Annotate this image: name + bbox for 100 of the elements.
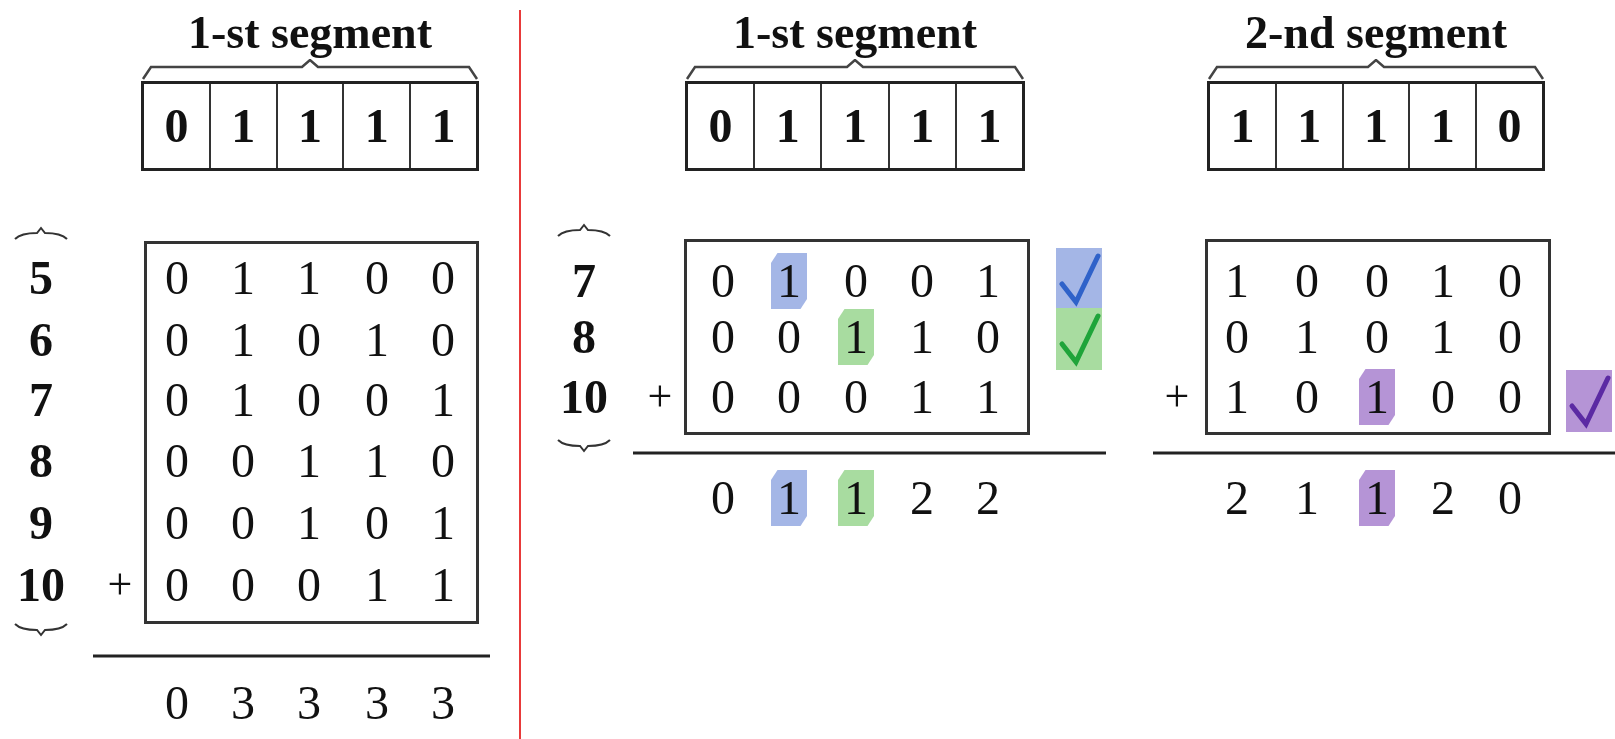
sum-digit: 2 (909, 470, 935, 526)
sum-digit: 1 (771, 470, 807, 526)
row-label: 7 (571, 253, 597, 309)
sum-digit: 3 (430, 675, 456, 731)
matrix-digit: 1 (1359, 369, 1395, 425)
row-label: 7 (28, 372, 54, 428)
matrix-digit: 0 (364, 495, 390, 551)
matrix-digit: 0 (164, 433, 190, 489)
sum-digit: 0 (164, 675, 190, 731)
bit-cell-text: 1 (1229, 98, 1256, 155)
matrix-digit: 0 (1294, 253, 1320, 309)
matrix-digit: 1 (838, 309, 874, 365)
matrix-digit: 1 (975, 253, 1001, 309)
matrix-digit: 0 (164, 372, 190, 428)
plus-sign: + (646, 371, 674, 423)
bit-cell: 1 (887, 83, 955, 168)
matrix-digit: 0 (296, 372, 322, 428)
matrix-digit: 0 (430, 433, 456, 489)
matrix-digit: 1 (909, 369, 935, 425)
bit-cell: 0 (1475, 83, 1542, 168)
matrix-digit: 1 (1224, 253, 1250, 309)
sum-digit: 1 (1359, 470, 1395, 526)
matrix-digit: 0 (230, 495, 256, 551)
matrix-digit: 0 (296, 312, 322, 368)
matrix-digit: 1 (430, 495, 456, 551)
plus-sign: + (1163, 371, 1191, 423)
matrix-box (684, 239, 1030, 435)
matrix-digit: 0 (164, 250, 190, 306)
bit-cell: 1 (409, 83, 476, 168)
matrix-digit: 0 (430, 312, 456, 368)
bit-cell: 1 (275, 83, 343, 168)
sum-digit: 2 (1224, 470, 1250, 526)
matrix-digit: 1 (364, 312, 390, 368)
matrix-digit: 0 (1497, 369, 1523, 425)
matrix-digit: 0 (1364, 309, 1390, 365)
matrix-digit: 0 (1497, 253, 1523, 309)
row-label: 9 (28, 495, 54, 551)
matrix-digit: 1 (430, 557, 456, 613)
matrix-digit: 0 (230, 557, 256, 613)
matrix-digit: 1 (909, 309, 935, 365)
bit-cell: 1 (342, 83, 410, 168)
matrix-digit: 0 (430, 250, 456, 306)
matrix-digit: 0 (1497, 309, 1523, 365)
matrix-digit: 0 (1294, 369, 1320, 425)
matrix-digit: 0 (710, 369, 736, 425)
matrix-digit: 0 (364, 250, 390, 306)
matrix-box (1205, 239, 1551, 435)
row-label: 8 (571, 309, 597, 365)
matrix-digit: 1 (364, 557, 390, 613)
matrix-digit: 0 (776, 309, 802, 365)
matrix-digit: 1 (1294, 309, 1320, 365)
segment-title: 1-st segment (188, 8, 432, 59)
matrix-digit: 0 (296, 557, 322, 613)
matrix-digit: 0 (909, 253, 935, 309)
sum-digit: 1 (1294, 470, 1320, 526)
bit-cell: 1 (954, 83, 1022, 168)
sum-digit: 3 (296, 675, 322, 731)
row-label: 10 (16, 557, 66, 613)
matrix-digit: 1 (230, 312, 256, 368)
sum-digit: 0 (1497, 470, 1523, 526)
bit-cell: 1 (820, 83, 888, 168)
matrix-digit: 0 (710, 309, 736, 365)
matrix-digit: 0 (1364, 253, 1390, 309)
sum-digit: 2 (975, 470, 1001, 526)
sum-digit: 1 (838, 470, 874, 526)
matrix-box (144, 241, 479, 624)
matrix-digit: 0 (843, 369, 869, 425)
matrix-digit: 1 (296, 495, 322, 551)
matrix-digit: 0 (776, 369, 802, 425)
segment-title: 2-nd segment (1245, 8, 1507, 59)
matrix-digit: 0 (164, 495, 190, 551)
matrix-digit: 0 (975, 309, 1001, 365)
matrix-digit: 0 (164, 312, 190, 368)
sum-digit: 3 (364, 675, 390, 731)
bit-cell-text: 0 (163, 98, 190, 155)
matrix-digit: 1 (430, 372, 456, 428)
matrix-digit: 1 (364, 433, 390, 489)
bit-cell: 1 (1274, 83, 1342, 168)
matrix-digit: 0 (1224, 309, 1250, 365)
row-label: 6 (28, 312, 54, 368)
matrix-digit: 1 (975, 369, 1001, 425)
matrix-digit: 0 (843, 253, 869, 309)
bit-cell-text: 0 (707, 98, 734, 155)
matrix-digit: 1 (771, 253, 807, 309)
sum-digit: 0 (710, 470, 736, 526)
matrix-digit: 0 (1430, 369, 1456, 425)
segment-title: 1-st segment (733, 8, 977, 59)
plus-sign: + (106, 559, 134, 611)
matrix-digit: 1 (296, 433, 322, 489)
matrix-digit: 1 (1430, 309, 1456, 365)
bit-cell: 1 (1341, 83, 1409, 168)
matrix-digit: 1 (230, 250, 256, 306)
matrix-digit: 1 (230, 372, 256, 428)
bit-cell: 1 (1408, 83, 1476, 168)
row-label: 5 (28, 250, 54, 306)
matrix-digit: 0 (710, 253, 736, 309)
row-label: 10 (559, 369, 609, 425)
matrix-digit: 1 (296, 250, 322, 306)
matrix-digit: 0 (364, 372, 390, 428)
sum-digit: 3 (230, 675, 256, 731)
